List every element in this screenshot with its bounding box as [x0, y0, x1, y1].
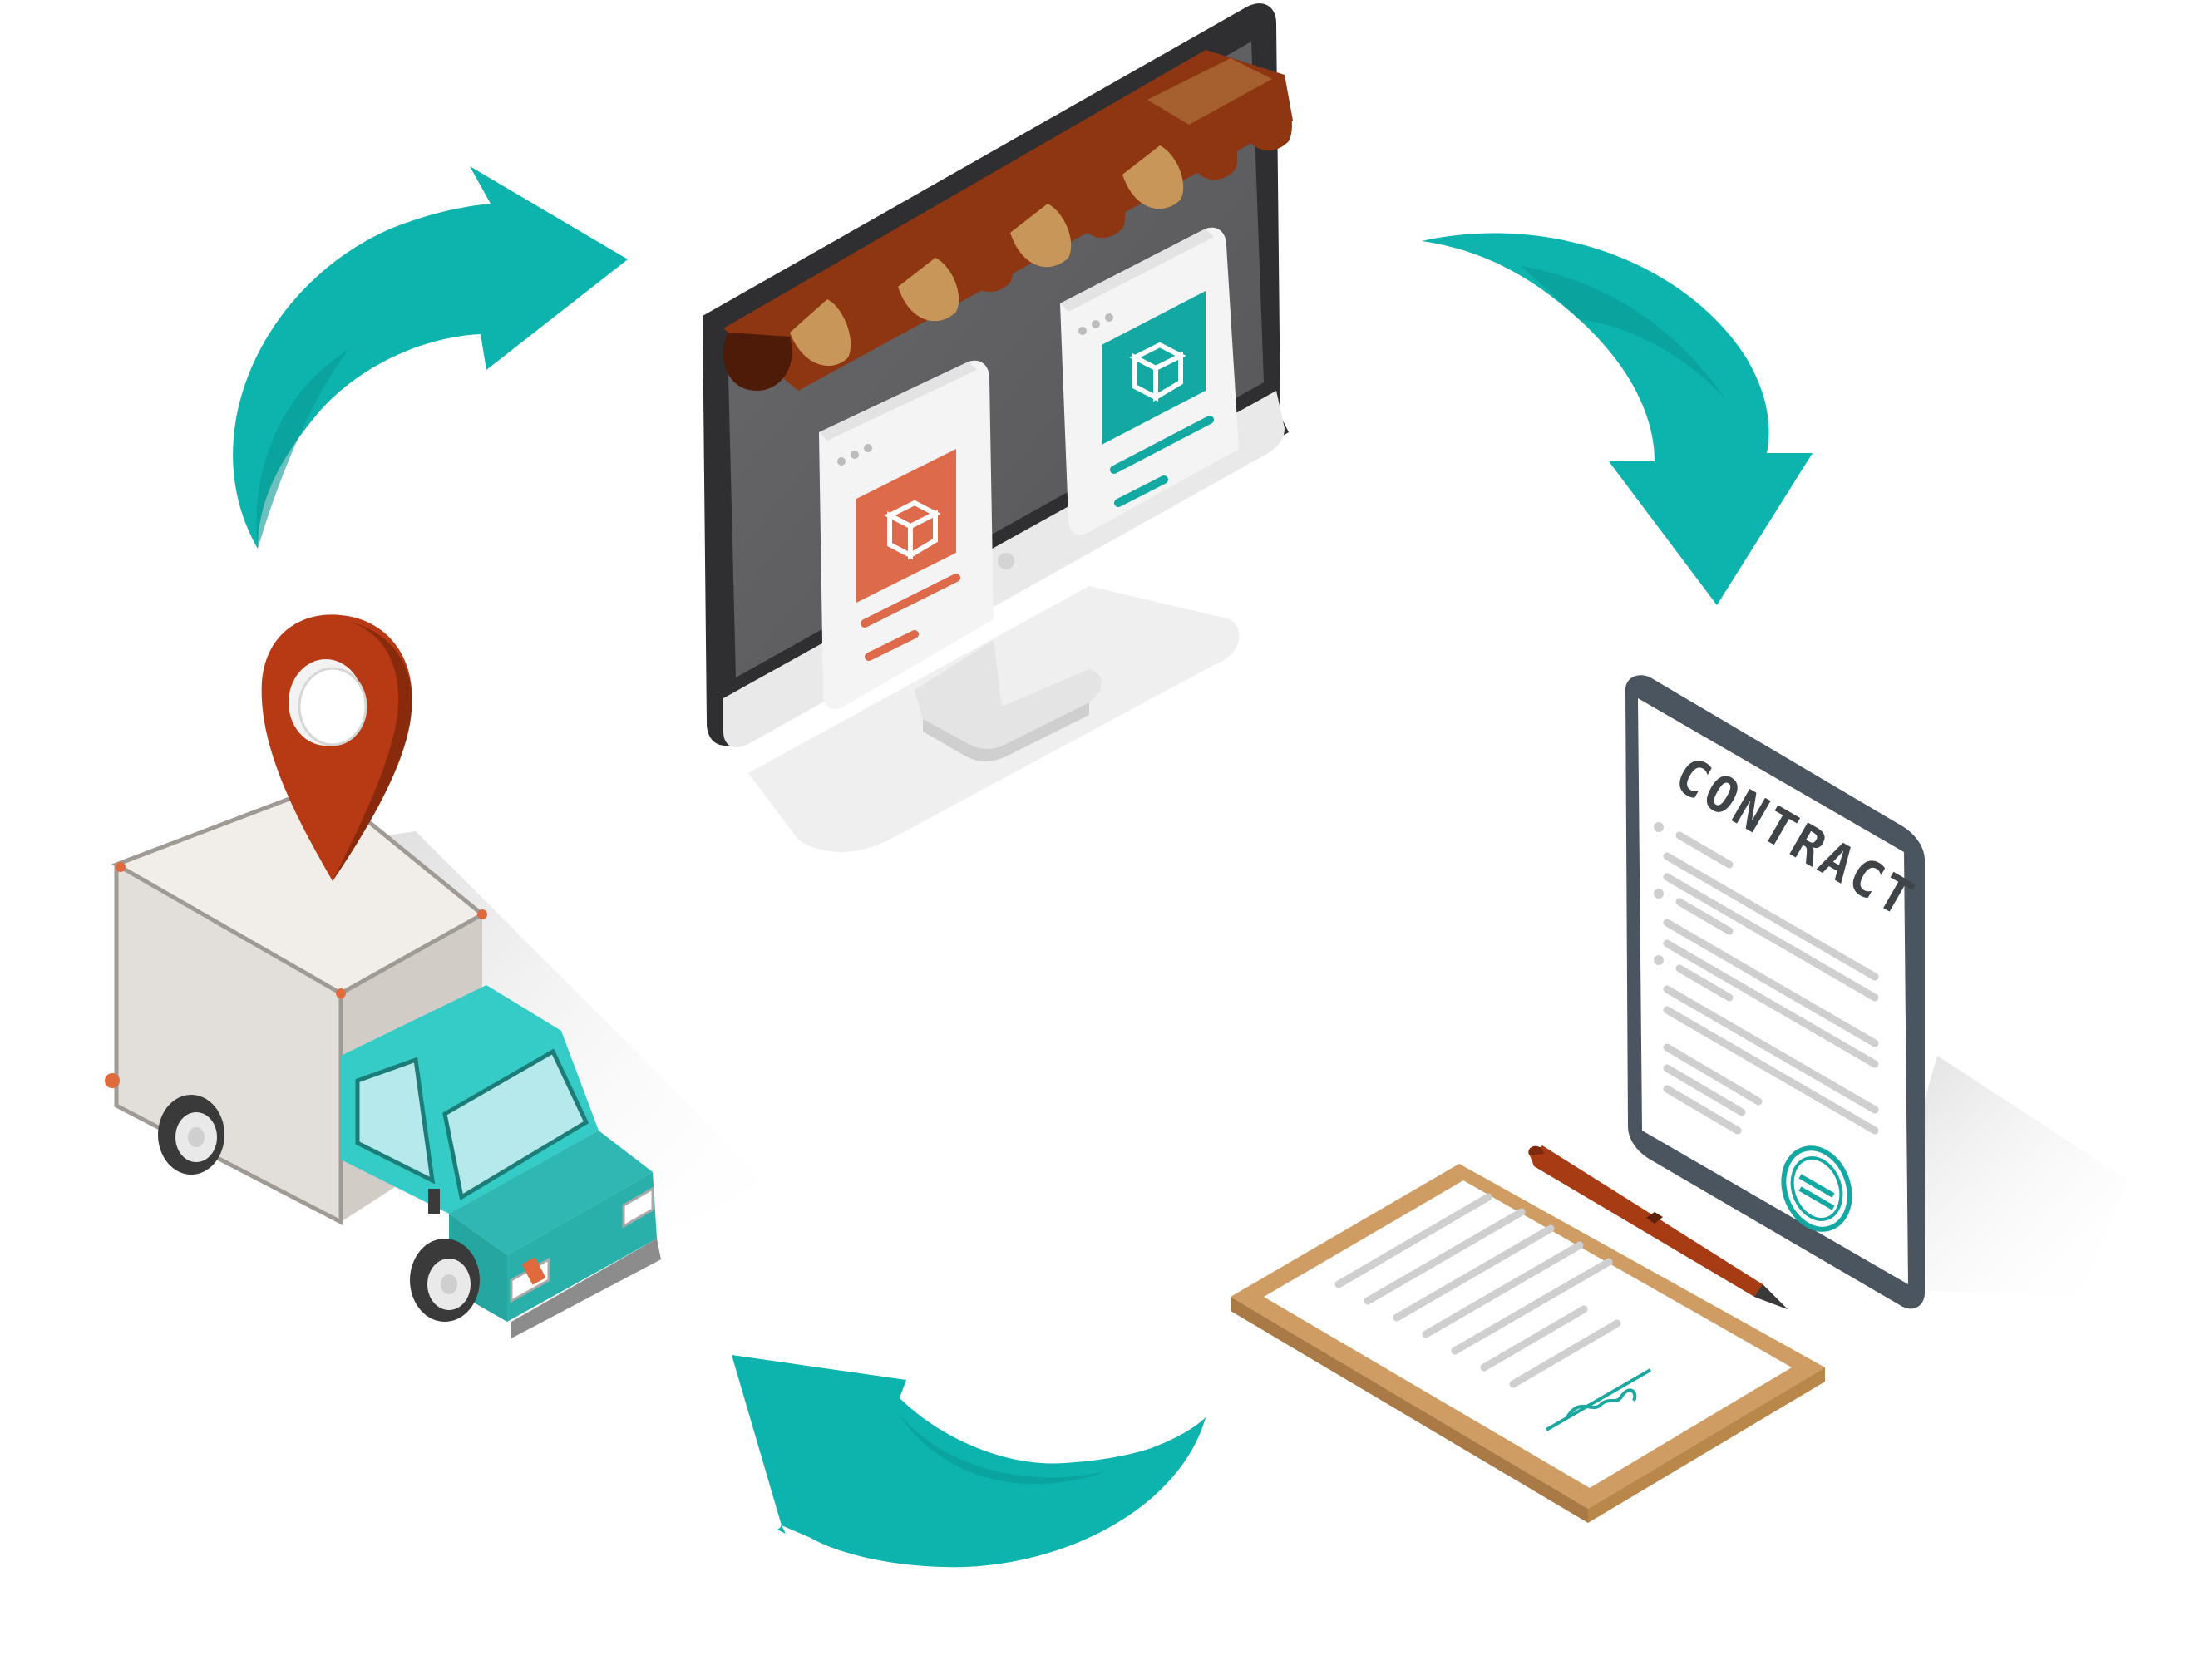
seal-stamp-icon — [1781, 1145, 1852, 1232]
delivery-truck-icon — [105, 614, 765, 1338]
truck-wheel — [410, 1239, 480, 1322]
arrow-contract-to-truck — [732, 1355, 1206, 1568]
product-card-teal — [1060, 227, 1239, 535]
location-pin-icon — [261, 614, 412, 881]
power-button-icon — [998, 553, 1014, 569]
contract-icon: CONTRACT — [1231, 675, 2128, 1523]
signature-line — [1546, 1368, 1651, 1431]
pen-icon — [1528, 1145, 1788, 1309]
package-box-icon — [884, 500, 941, 560]
contract-text-lines — [1654, 822, 1879, 1135]
arrow-store-to-contract — [1422, 233, 1813, 605]
product-card-orange — [819, 360, 994, 710]
shop-awning-icon — [723, 50, 1293, 391]
online-store-icon — [703, 3, 1293, 852]
signature-scribble — [1566, 1388, 1637, 1419]
clipboard-icon — [1231, 1164, 1825, 1523]
truck-wheel — [158, 1095, 224, 1175]
arrow-truck-to-store — [233, 166, 628, 549]
package-box-icon — [1129, 342, 1186, 402]
